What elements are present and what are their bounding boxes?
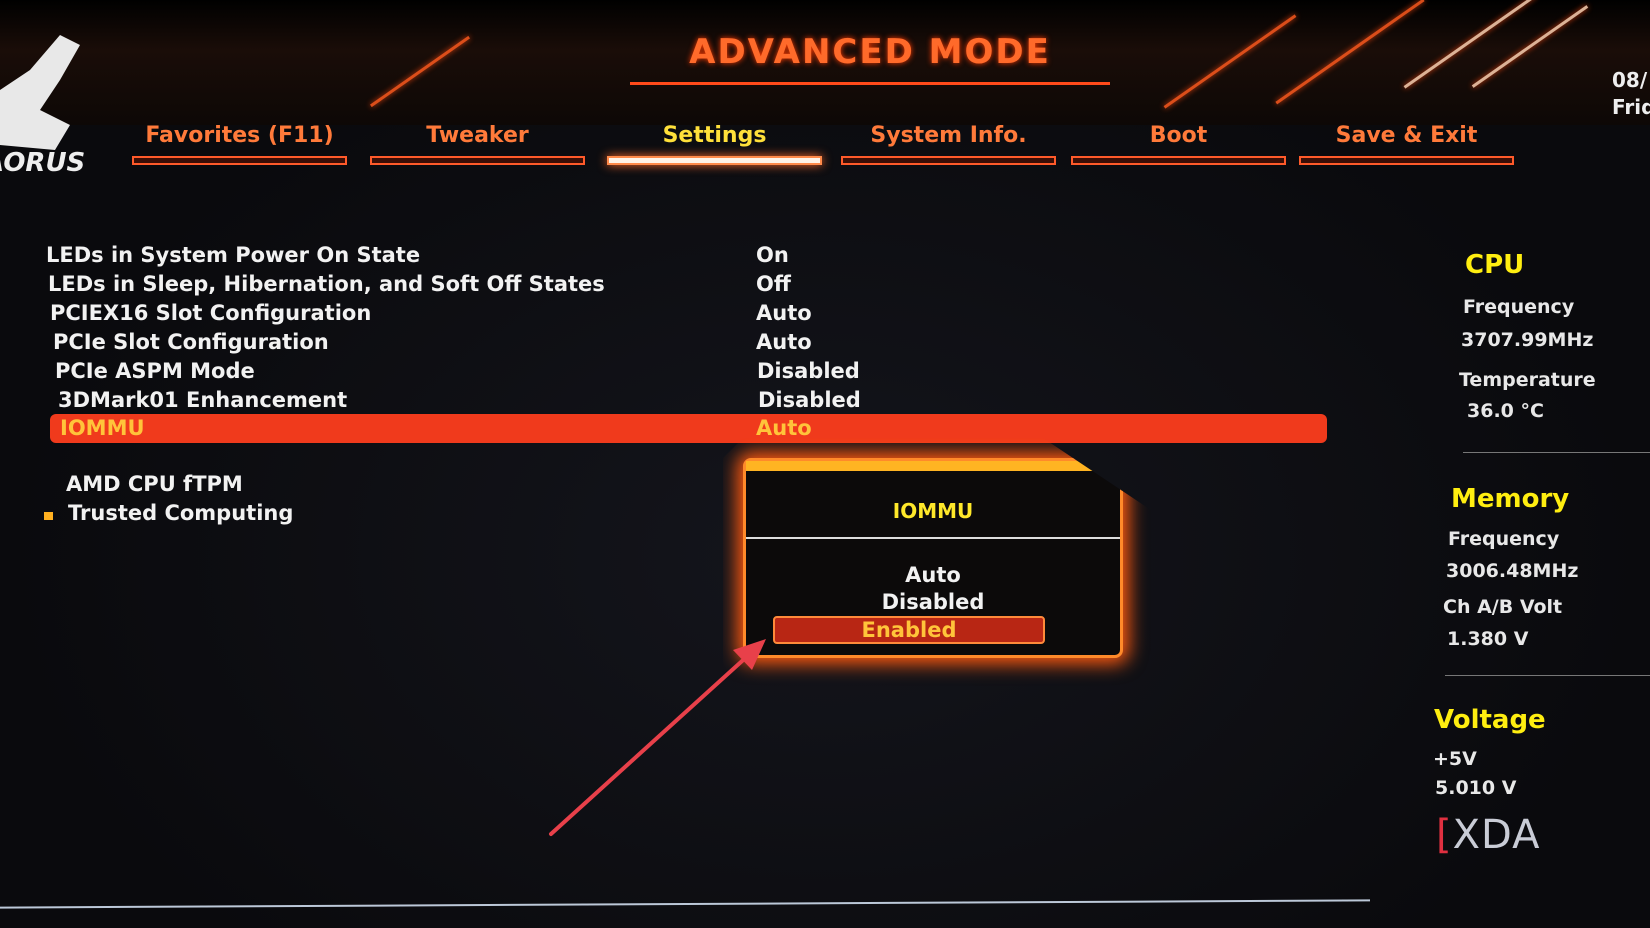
- setting-leds-sleep[interactable]: LEDs in Sleep, Hibernation, and Soft Off…: [48, 272, 791, 296]
- day-display: Frid: [1612, 95, 1650, 119]
- page-title: ADVANCED MODE: [689, 32, 1051, 72]
- memory-frequency-value: 3006.48MHz: [1446, 560, 1579, 582]
- option-disabled[interactable]: Disabled: [881, 590, 985, 614]
- memory-volt-label: Ch A/B Volt: [1443, 596, 1563, 618]
- aorus-eagle-logo-icon: [0, 35, 80, 150]
- header-bar: ADVANCED MODE: [0, 0, 1650, 125]
- memory-frequency-label: Frequency: [1448, 528, 1560, 550]
- bullet-icon: [44, 512, 53, 520]
- voltage-5v-label: +5V: [1433, 748, 1477, 770]
- option-auto[interactable]: Auto: [905, 563, 961, 587]
- option-enabled[interactable]: Enabled: [773, 616, 1045, 644]
- date-display: 08/: [1612, 68, 1648, 92]
- cpu-temperature-value: 36.0 °C: [1467, 400, 1544, 422]
- memory-volt-value: 1.380 V: [1447, 628, 1529, 650]
- divider: [746, 537, 1120, 539]
- cpu-heading: CPU: [1465, 250, 1525, 280]
- memory-heading: Memory: [1451, 484, 1570, 514]
- submenu-trusted-computing[interactable]: Trusted Computing: [68, 501, 294, 525]
- cpu-frequency-label: Frequency: [1463, 296, 1575, 318]
- tab-save-exit[interactable]: Save & Exit: [1299, 123, 1514, 165]
- tab-system-info[interactable]: System Info.: [841, 123, 1056, 165]
- cpu-frequency-value: 3707.99MHz: [1461, 329, 1594, 351]
- tab-tweaker[interactable]: Tweaker: [370, 123, 585, 165]
- tab-boot[interactable]: Boot: [1071, 123, 1286, 165]
- iommu-options-popup: IOMMU Auto Disabled Enabled: [743, 458, 1123, 658]
- title-plate: ADVANCED MODE: [630, 22, 1110, 85]
- divider: [1463, 452, 1650, 453]
- popup-title: IOMMU: [892, 499, 974, 523]
- divider: [1445, 675, 1650, 676]
- submenu-amd-cpu-ftpm[interactable]: AMD CPU fTPM: [66, 472, 243, 496]
- xda-watermark: [XDA: [1436, 812, 1541, 858]
- cpu-temperature-label: Temperature: [1459, 369, 1596, 391]
- aorus-logo-text: AORUS: [0, 148, 86, 178]
- tab-favorites[interactable]: Favorites (F11): [132, 123, 347, 165]
- tab-settings[interactable]: Settings: [607, 123, 822, 165]
- voltage-5v-value: 5.010 V: [1435, 777, 1517, 799]
- voltage-heading: Voltage: [1434, 705, 1546, 735]
